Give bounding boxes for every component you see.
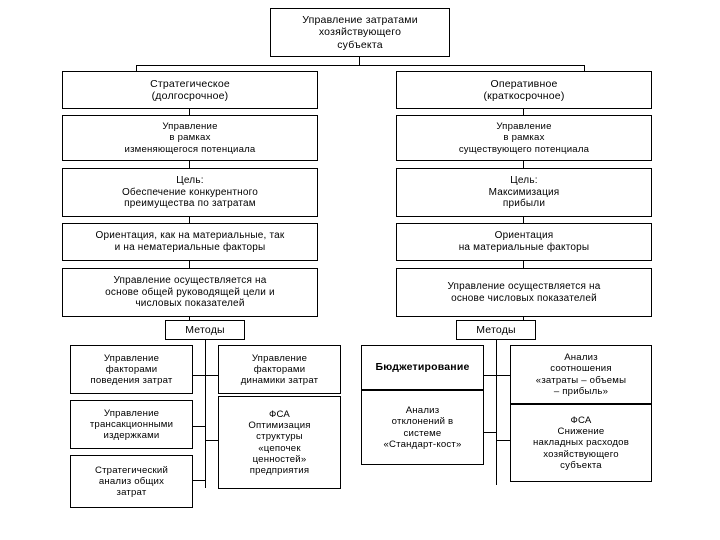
strategic-method-left-1: Управление факторами поведения затрат xyxy=(70,345,193,394)
operational-node-1: Управление в рамках существующего потенц… xyxy=(396,115,652,161)
strategic-methods-spine xyxy=(205,340,206,488)
strategic-node-4: Управление осуществляется на основе обще… xyxy=(62,268,318,317)
connector-strategic-m-l3 xyxy=(193,480,205,481)
connector-operational-4 xyxy=(523,261,524,268)
operational-method-right-2: ФСА Снижение накладных расходов хозяйств… xyxy=(510,404,652,482)
root-node: Управление затратами хозяйствующего субъ… xyxy=(270,8,450,57)
operational-node-3: Ориентация на материальные факторы xyxy=(396,223,652,261)
connector-root-to-operational xyxy=(584,65,585,71)
connector-operational-m-r1 xyxy=(496,375,510,376)
connector-strategic-2 xyxy=(189,161,190,168)
strategic-node-1: Управление в рамках изменяющегося потенц… xyxy=(62,115,318,161)
connector-strategic-to-methods-a xyxy=(189,317,190,322)
connector-strategic-1 xyxy=(189,109,190,115)
connector-operational-m-l1 xyxy=(484,375,496,376)
operational-node-2: Цель: Максимизация прибыли xyxy=(396,168,652,217)
connector-strategic-m-r2 xyxy=(205,440,218,441)
connector-strategic-m-r1 xyxy=(205,375,218,376)
operational-header: Оперативное (краткосрочное) xyxy=(396,71,652,109)
connector-strategic-4 xyxy=(189,261,190,268)
operational-methods-header: Методы xyxy=(456,320,536,340)
connector-operational-m-l2 xyxy=(484,432,496,433)
connector-operational-to-methods-a xyxy=(523,317,524,322)
strategic-method-right-2: ФСА Оптимизация структуры «цепочек ценно… xyxy=(218,396,341,489)
connector-operational-2 xyxy=(523,161,524,168)
operational-method-left-2: Анализ отклонений в системе «Стандарт-ко… xyxy=(361,390,484,465)
connector-strategic-m-l1 xyxy=(193,375,205,376)
operational-method-left-1: Бюджетирование xyxy=(361,345,484,390)
operational-method-right-1: Анализ соотношения «затраты – объемы – п… xyxy=(510,345,652,404)
connector-strategic-m-l2 xyxy=(193,426,205,427)
strategic-header: Стратегическое (долгосрочное) xyxy=(62,71,318,109)
strategic-methods-header: Методы xyxy=(165,320,245,340)
strategic-node-3: Ориентация, как на материальные, так и н… xyxy=(62,223,318,261)
connector-operational-m-r2 xyxy=(496,440,510,441)
operational-node-4: Управление осуществляется на основе числ… xyxy=(396,268,652,317)
connector-operational-3 xyxy=(523,217,524,223)
strategic-method-left-2: Управление трансакционными издержками xyxy=(70,400,193,449)
connector-strategic-3 xyxy=(189,217,190,223)
strategic-node-2: Цель: Обеспечение конкурентного преимуще… xyxy=(62,168,318,217)
strategic-method-left-3: Стратегический анализ общих затрат xyxy=(70,455,193,508)
connector-root-to-strategic xyxy=(136,65,137,71)
strategic-method-right-1: Управление факторами динамики затрат xyxy=(218,345,341,394)
connector-root-bus xyxy=(136,65,584,66)
connector-root-stem xyxy=(359,57,360,65)
connector-operational-1 xyxy=(523,109,524,115)
operational-methods-spine xyxy=(496,340,497,485)
